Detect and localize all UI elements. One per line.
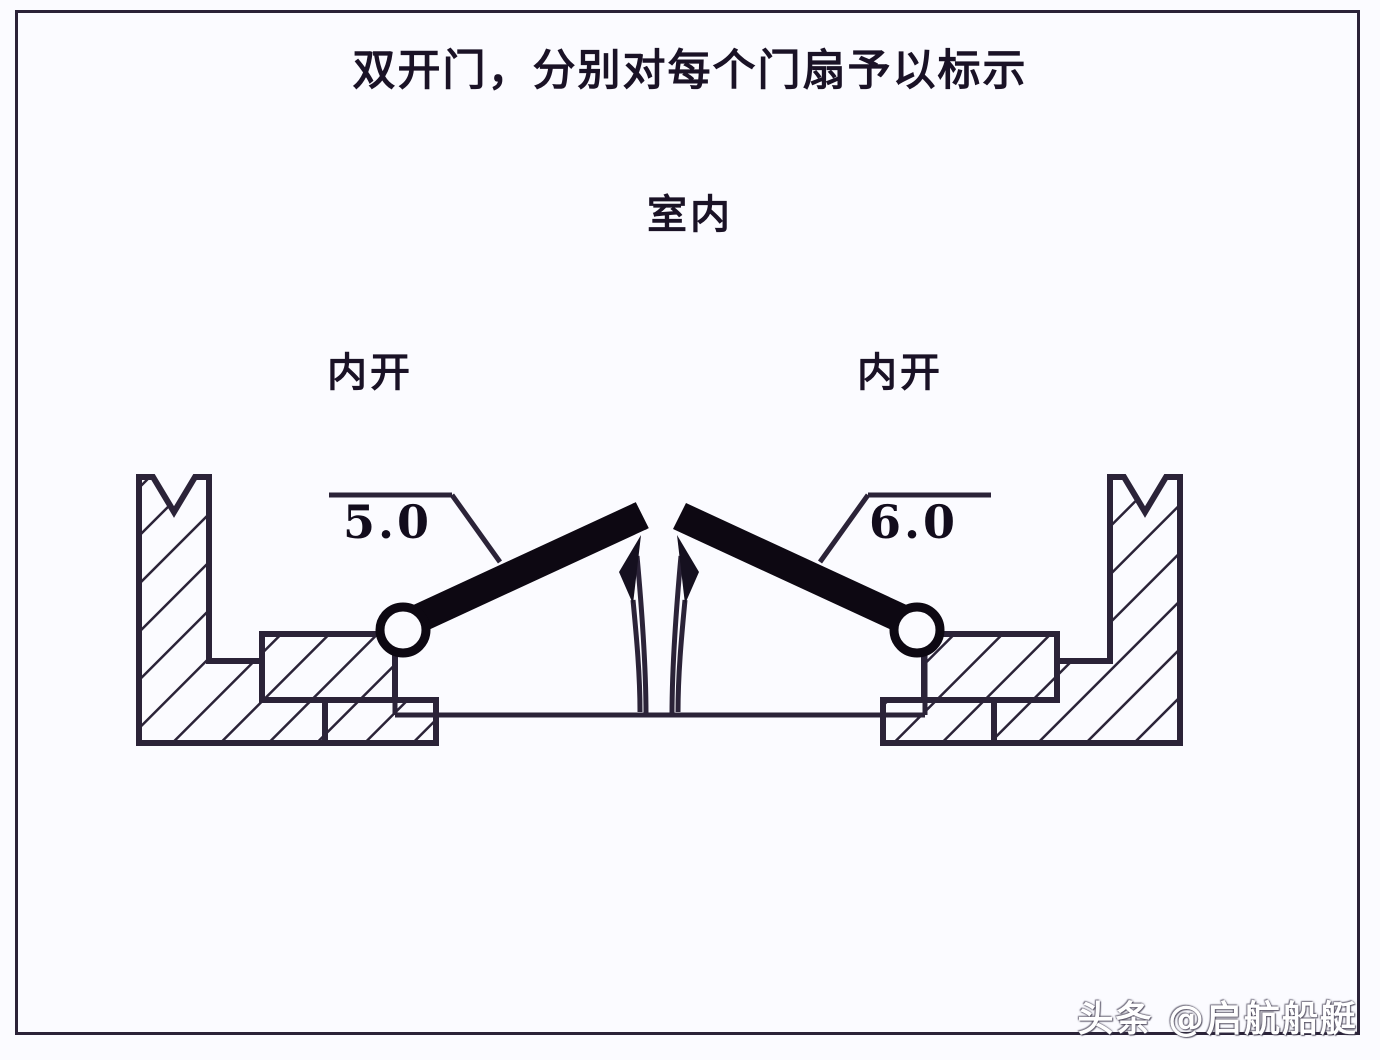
left-door-leaf bbox=[396, 502, 649, 639]
left-leader-line bbox=[329, 492, 503, 564]
right-door-leaf bbox=[673, 503, 924, 639]
threshold-sill bbox=[392, 634, 928, 718]
dimension-right: 6.0 bbox=[869, 495, 959, 549]
door-meeting-gap bbox=[634, 555, 684, 716]
right-leader-line bbox=[817, 492, 991, 564]
subtitle-indoor: 室内 bbox=[647, 192, 733, 238]
label-left-swing: 内开 bbox=[327, 350, 413, 396]
left-hinge-pivot bbox=[375, 602, 431, 658]
page-title: 双开门，分别对每个门扇予以标示 bbox=[352, 46, 1028, 96]
left-meeting-arrow bbox=[619, 535, 643, 713]
right-door-jamb bbox=[880, 474, 1183, 746]
label-right-swing: 内开 bbox=[857, 350, 943, 396]
dimension-left: 5.0 bbox=[343, 495, 433, 549]
watermark: 头条 @启航船艇 bbox=[1077, 999, 1358, 1040]
right-hinge-pivot bbox=[889, 602, 945, 658]
right-meeting-arrow bbox=[675, 535, 699, 713]
